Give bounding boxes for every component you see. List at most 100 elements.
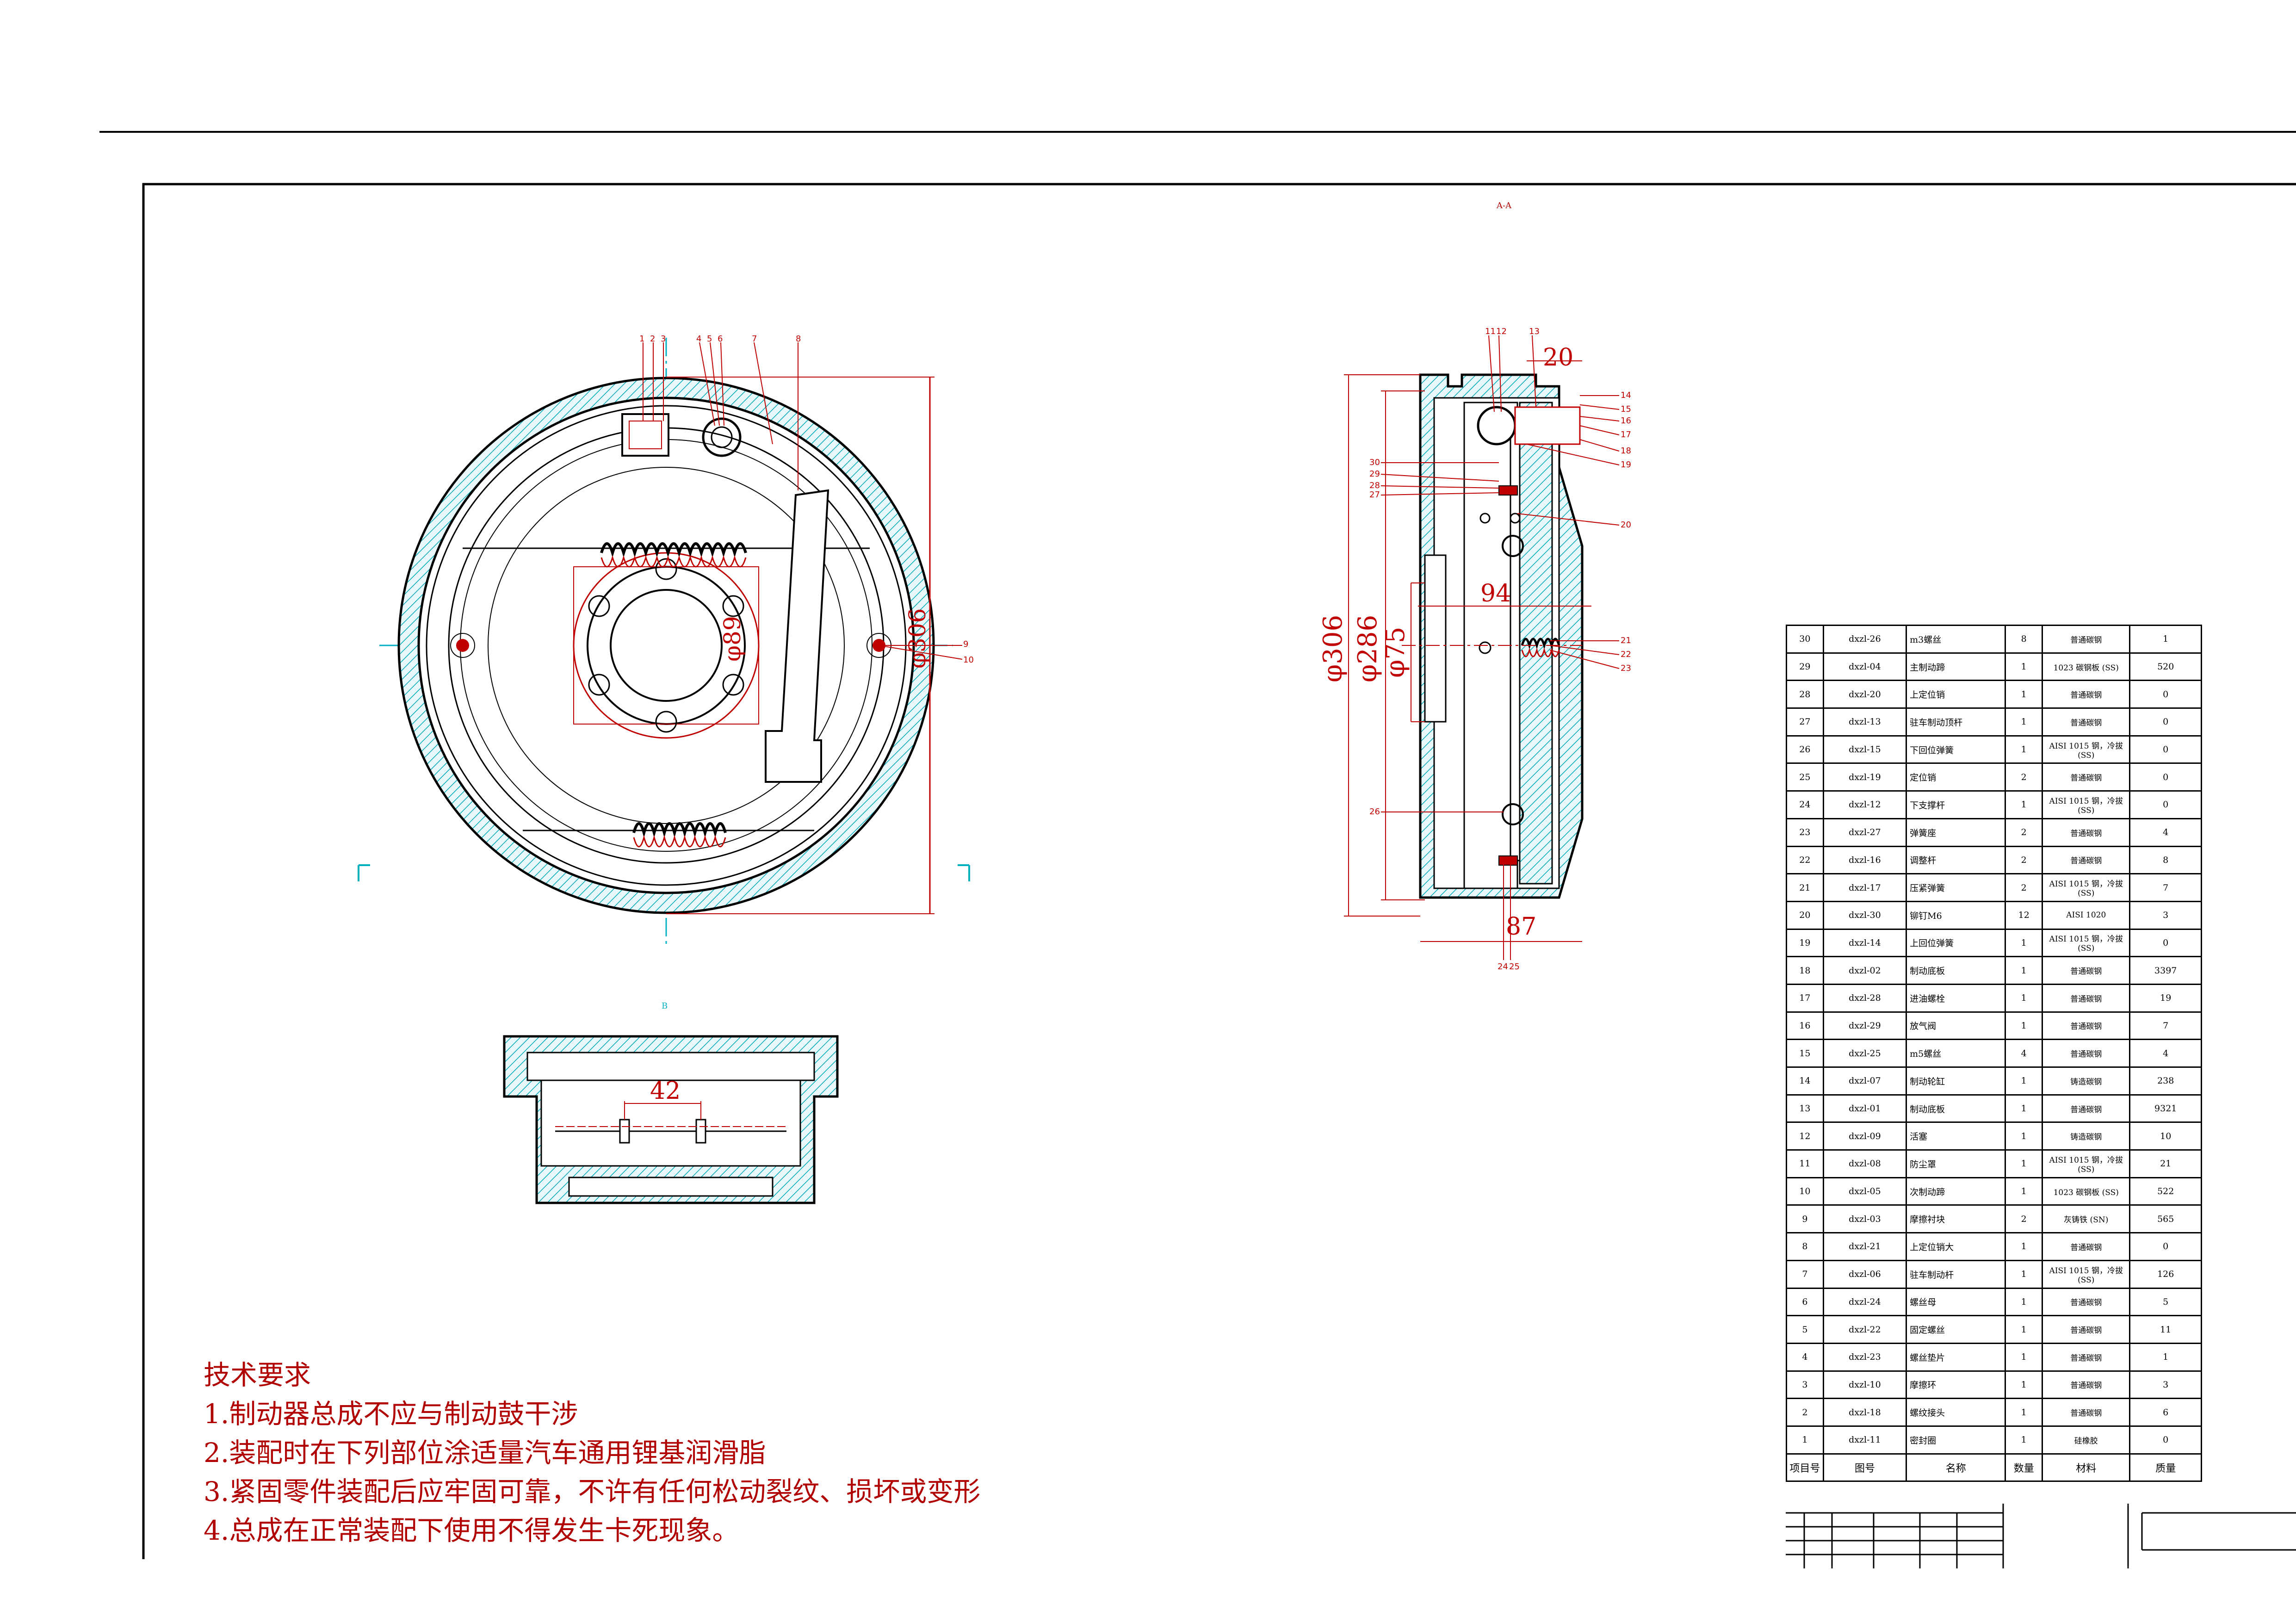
bom-cell: 2 xyxy=(2005,762,2043,792)
view-label: B xyxy=(662,1001,668,1011)
bom-cell: dxzl-16 xyxy=(1822,845,1907,875)
bom-cell: 14 xyxy=(1786,1066,1824,1096)
bom-cell: 普通碳钢 xyxy=(2042,1232,2131,1261)
bom-cell: 驻车制动杆 xyxy=(1906,1259,2006,1289)
bom-cell: dxzl-09 xyxy=(1822,1121,1907,1151)
bom-cell: 19 xyxy=(1786,928,1824,958)
bom-cell: 2 xyxy=(2005,873,2043,902)
balloon-9: 9 xyxy=(963,639,968,649)
bom-cell: 10 xyxy=(1786,1177,1824,1206)
bom-cell: 4 xyxy=(2129,818,2202,847)
bom-cell: 24 xyxy=(1786,790,1824,819)
side-section-view: φ306 φ286 φ75 20 94 87 xyxy=(1318,327,1631,972)
bom-cell: dxzl-15 xyxy=(1822,735,1907,764)
bom-cell: 普通碳钢 xyxy=(2042,680,2131,709)
hub-bolt-hole xyxy=(722,595,744,617)
bom-cell: 1023 碳钢板 (SS) xyxy=(2042,1177,2131,1206)
bom-cell: 固定螺丝 xyxy=(1906,1315,2006,1344)
dim-side-286: φ286 xyxy=(1353,615,1383,682)
bom-cell: 摩擦衬块 xyxy=(1906,1204,2006,1234)
bom-cell: 0 xyxy=(2129,928,2202,958)
bom-cell: 螺纹接头 xyxy=(1906,1398,2006,1427)
bom-cell: 进油螺栓 xyxy=(1906,983,2006,1013)
balloon-23: 23 xyxy=(1621,663,1631,673)
bom-cell: dxzl-22 xyxy=(1822,1315,1907,1344)
bom-cell: 16 xyxy=(1786,1011,1824,1041)
bom-cell: 7 xyxy=(1786,1259,1824,1289)
section-mark-left xyxy=(358,864,370,881)
bom-cell: 活塞 xyxy=(1906,1121,2006,1151)
bom-cell: 1023 碳钢板 (SS) xyxy=(2042,652,2131,681)
hub-dimension-box xyxy=(573,566,759,725)
dim-front-89: φ89 xyxy=(719,616,746,662)
balloon-24: 24 xyxy=(1498,962,1508,972)
title-block xyxy=(1786,1504,2296,1568)
bom-cell: 普通碳钢 xyxy=(2042,707,2131,737)
bom-cell: 1 xyxy=(2005,790,2043,819)
dim-side-87: 87 xyxy=(1506,913,1536,941)
bom-cell: 防尘罩 xyxy=(1906,1149,2006,1178)
hub-bolt-hole xyxy=(655,558,677,580)
bom-cell: 5 xyxy=(1786,1315,1824,1344)
bom-cell: 调整杆 xyxy=(1906,845,2006,875)
bom-cell: 12 xyxy=(2005,900,2043,930)
bom-cell: 1 xyxy=(2005,1398,2043,1427)
bom-cell: 1 xyxy=(2005,1370,2043,1400)
bom-cell: 22 xyxy=(1786,845,1824,875)
bom-cell: 普通碳钢 xyxy=(2042,818,2131,847)
bom-cell: 上回位弹簧 xyxy=(1906,928,2006,958)
bom-cell: 3 xyxy=(1786,1370,1824,1400)
bom-cell: 次制动蹄 xyxy=(1906,1177,2006,1206)
bom-cell: 1 xyxy=(2005,1232,2043,1261)
bom-cell: 8 xyxy=(2129,845,2202,875)
bom-cell: 1 xyxy=(2005,1287,2043,1317)
bom-header-cell: 数量 xyxy=(2005,1453,2043,1482)
bom-cell: 1 xyxy=(2005,1342,2043,1372)
bom-cell: dxzl-19 xyxy=(1822,762,1907,792)
bom-cell: 1 xyxy=(2005,1011,2043,1041)
bom-cell: 螺丝母 xyxy=(1906,1287,2006,1317)
bom-cell: 3397 xyxy=(2129,956,2202,985)
bom-cell: 25 xyxy=(1786,762,1824,792)
bom-header-cell: 质量 xyxy=(2129,1453,2202,1482)
bom-cell: dxzl-10 xyxy=(1822,1370,1907,1400)
bom-cell: 1 xyxy=(1786,1425,1824,1455)
bom-cell: 硅橡胶 xyxy=(2042,1425,2131,1455)
balloon-21: 21 xyxy=(1621,636,1631,645)
balloon-2: 2 xyxy=(650,334,655,344)
note-item-3: 3.紧固零件装配后应牢固可靠，不许有任何松动裂纹、损坏或变形 xyxy=(204,1476,981,1507)
bom-cell: 21 xyxy=(1786,873,1824,902)
note-item-2: 2.装配时在下列部位涂适量汽车通用锂基润滑脂 xyxy=(204,1437,766,1468)
adjuster-pivot xyxy=(702,417,742,457)
bom-cell: 15 xyxy=(1786,1039,1824,1068)
bom-cell: 螺丝垫片 xyxy=(1906,1342,2006,1372)
balloon-11: 11 xyxy=(1485,327,1496,336)
bom-cell: 6 xyxy=(1786,1287,1824,1317)
bom-cell: 0 xyxy=(2129,735,2202,764)
bom-cell: 放气阀 xyxy=(1906,1011,2006,1041)
dim-side-306: φ306 xyxy=(1318,615,1348,682)
bom-cell: 238 xyxy=(2129,1066,2202,1096)
bom-cell: 2 xyxy=(2005,818,2043,847)
side-spring xyxy=(1521,638,1560,650)
bom-cell: 4 xyxy=(2005,1039,2043,1068)
bom-header-cell: 材料 xyxy=(2042,1453,2131,1482)
bom-cell: 26 xyxy=(1786,735,1824,764)
balloon-13: 13 xyxy=(1529,327,1540,336)
bom-cell: 126 xyxy=(2129,1259,2202,1289)
bom-cell: 1 xyxy=(2005,680,2043,709)
bom-cell: 1 xyxy=(2005,983,2043,1013)
balloon-14: 14 xyxy=(1621,390,1631,400)
bom-cell: dxzl-18 xyxy=(1822,1398,1907,1427)
hub-bolt-hole xyxy=(588,595,610,617)
